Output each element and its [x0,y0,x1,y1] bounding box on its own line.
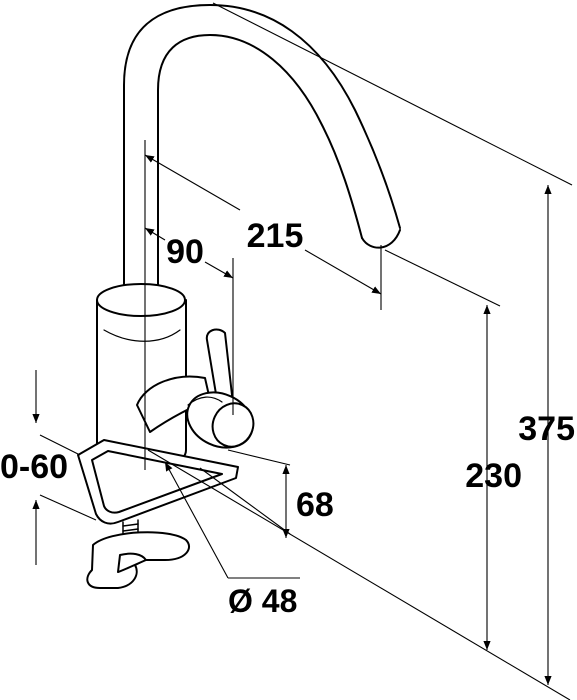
label-215: 215 [247,217,304,255]
label-230: 230 [465,457,522,495]
label-0-60: 0-60 [0,448,68,486]
clamp-fork-slot [117,552,147,573]
label-diameter-48: Ø 48 [228,583,297,619]
body-top [96,283,186,317]
lever-cap-face [211,402,255,448]
lever-cap-line [187,396,223,406]
label-375: 375 [518,410,575,448]
label-68: 68 [296,486,334,524]
lever-boss [136,375,211,433]
spout-outer [123,4,401,301]
body-highlight [103,329,181,342]
spout-inner [157,34,363,301]
faucet-illustration [77,4,401,589]
dimension-lines [32,2,573,700]
label-90: 90 [166,233,204,271]
mounting-plate-inner [91,450,223,514]
